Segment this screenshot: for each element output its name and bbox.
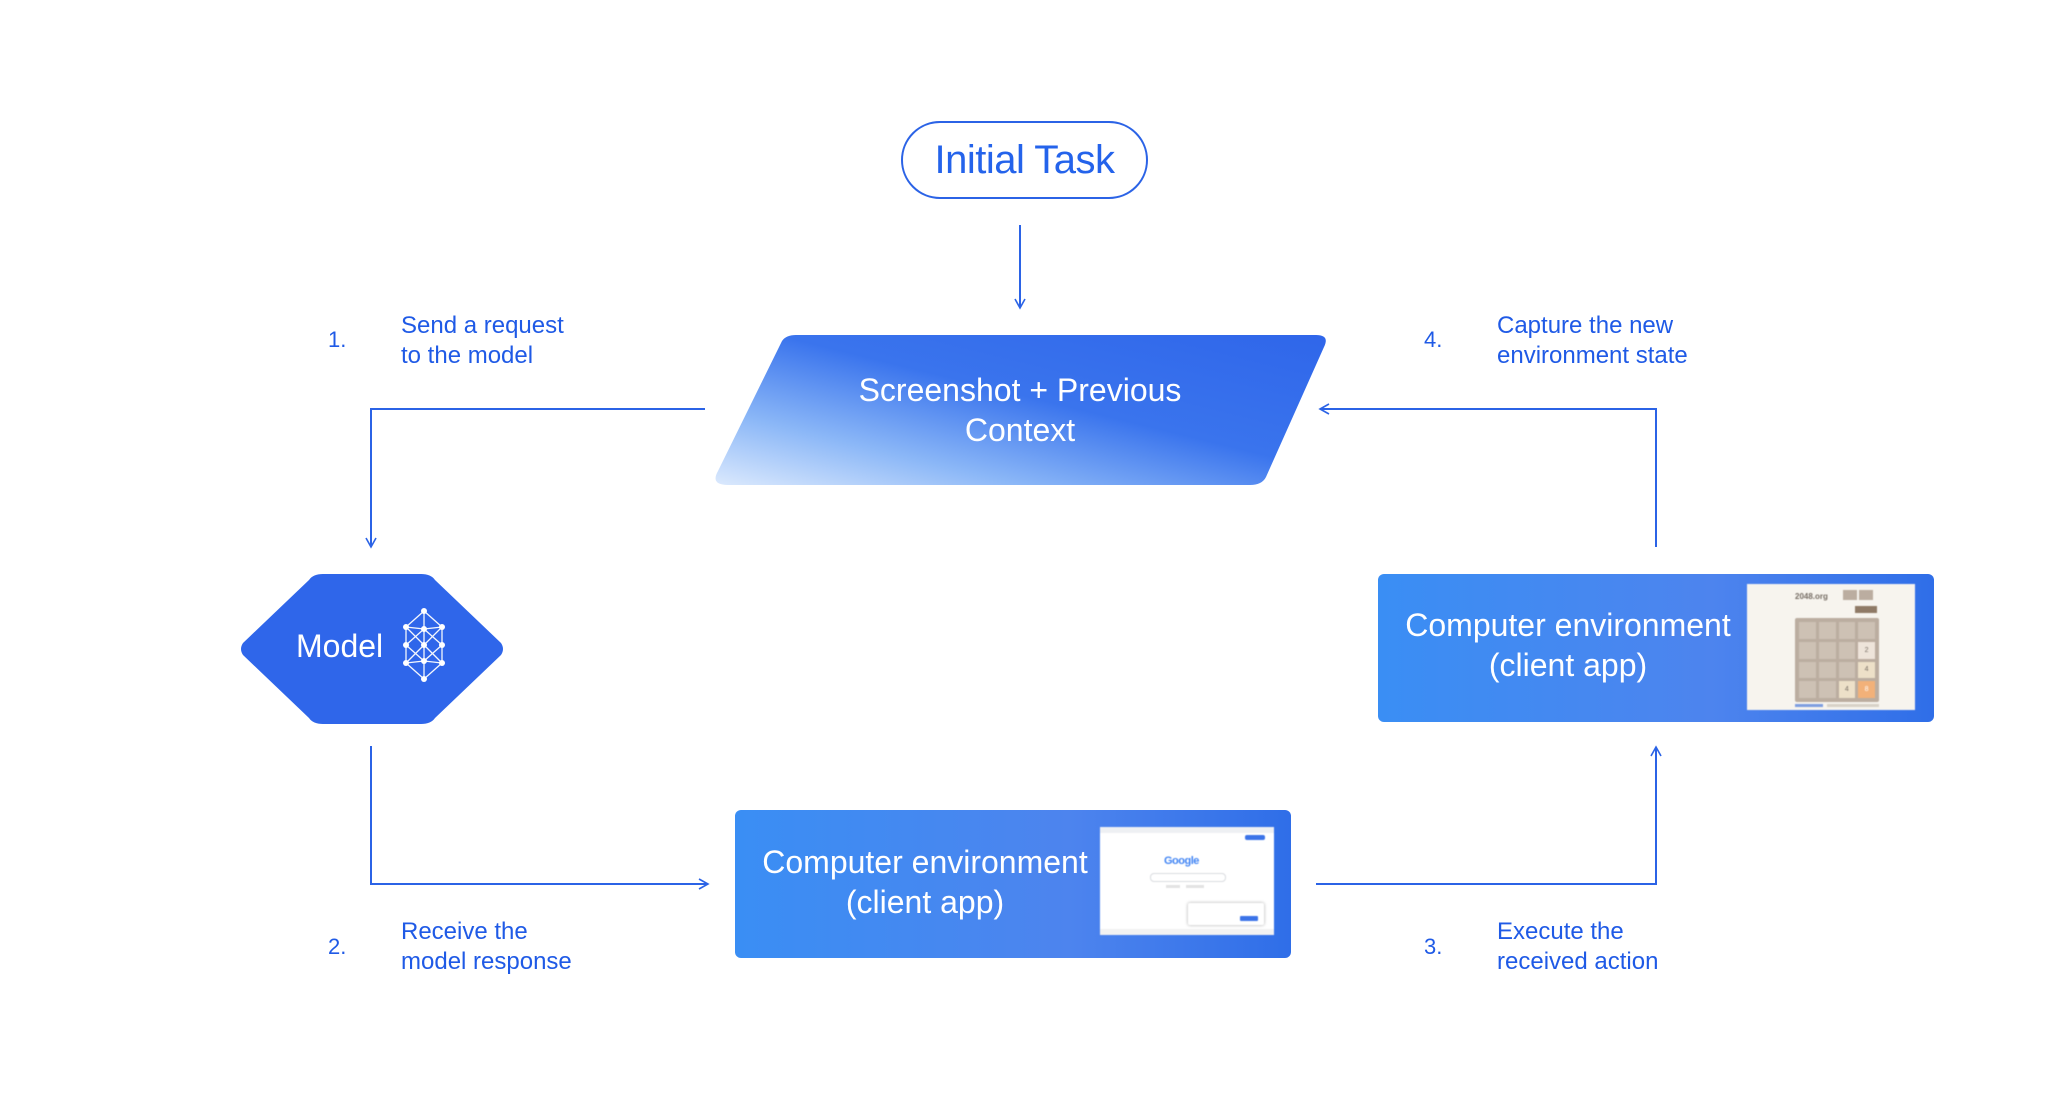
step-2-number: 2. bbox=[328, 934, 347, 959]
arrow-env-to-env bbox=[1316, 745, 1662, 885]
env-bottom-line1: Computer environment bbox=[762, 844, 1088, 880]
search-box bbox=[1150, 873, 1226, 882]
step-3-line2: received action bbox=[1497, 948, 1659, 975]
initial-task-node: Initial Task bbox=[901, 121, 1148, 199]
env-right-line2: (client app) bbox=[1488, 647, 1648, 683]
game-title: 2048.org bbox=[1795, 592, 1828, 601]
tile: 8 bbox=[1858, 681, 1875, 698]
neural-network-icon bbox=[403, 608, 445, 682]
step-4-number: 4. bbox=[1424, 327, 1443, 352]
tile: 2 bbox=[1858, 641, 1875, 659]
tile-empty bbox=[1838, 622, 1856, 639]
lucky-button bbox=[1186, 885, 1204, 888]
footer-text bbox=[1827, 704, 1879, 707]
game-2048-screenshot-thumbnail: 2048.org 2 4 4 8 bbox=[1747, 584, 1915, 710]
tile-empty bbox=[1838, 641, 1856, 659]
step-4-line1: Capture the new bbox=[1497, 312, 1674, 339]
step-1-line1: Send a request bbox=[401, 312, 564, 339]
step-3-line1: Execute the bbox=[1497, 918, 1624, 945]
new-game-button bbox=[1855, 606, 1877, 613]
model-hexagon bbox=[241, 574, 503, 724]
env-right-line1: Computer environment bbox=[1405, 607, 1731, 643]
step-1-text: Send a request to the model bbox=[401, 311, 564, 371]
tile-empty bbox=[1838, 661, 1856, 679]
tile: 4 bbox=[1838, 681, 1856, 698]
step-1-line2: to the model bbox=[401, 342, 534, 369]
context-label: Screenshot + Previous Context bbox=[840, 370, 1200, 450]
search-button bbox=[1166, 885, 1180, 888]
game-board: 2 4 4 8 bbox=[1795, 618, 1879, 702]
google-logo: Google bbox=[1164, 855, 1199, 867]
sign-in-button bbox=[1245, 835, 1265, 840]
browser-bar bbox=[1100, 827, 1274, 833]
google-screenshot-thumbnail: Google bbox=[1100, 827, 1274, 935]
context-parallelogram bbox=[715, 335, 1326, 485]
step-4-text: Capture the new environment state bbox=[1497, 311, 1688, 371]
step-3-text: Execute the received action bbox=[1497, 917, 1658, 977]
footer-link bbox=[1795, 704, 1823, 707]
tile-empty bbox=[1799, 661, 1816, 679]
tile-empty bbox=[1818, 641, 1836, 659]
model-label: Model bbox=[296, 628, 384, 664]
tile-empty bbox=[1799, 622, 1816, 639]
popup-button bbox=[1240, 916, 1258, 921]
tile-empty bbox=[1799, 641, 1816, 659]
step-1-number: 1. bbox=[328, 327, 347, 352]
board-grid: 2 4 4 8 bbox=[1799, 622, 1875, 698]
context-line1: Screenshot + Previous bbox=[858, 372, 1182, 408]
arrow-context-to-model bbox=[365, 408, 705, 549]
env-right-label: Computer environment (client app) bbox=[1395, 605, 1741, 685]
tile-empty bbox=[1818, 622, 1836, 639]
env-bottom-line2: (client app) bbox=[845, 884, 1005, 920]
step-2-text: Receive the model response bbox=[401, 917, 572, 977]
arrow-model-to-env bbox=[370, 746, 710, 890]
step-4-line2: environment state bbox=[1497, 342, 1688, 369]
arrow-env-to-context bbox=[1318, 403, 1657, 547]
tile-empty bbox=[1858, 622, 1875, 639]
step-2-line1: Receive the bbox=[401, 918, 528, 945]
footer-bar bbox=[1100, 929, 1274, 935]
context-line2: Context bbox=[964, 412, 1076, 448]
tile-empty bbox=[1818, 661, 1836, 679]
tile-empty bbox=[1818, 681, 1836, 698]
tile: 4 bbox=[1858, 661, 1875, 679]
env-bottom-label: Computer environment (client app) bbox=[752, 842, 1098, 922]
popup-dialog bbox=[1188, 903, 1264, 925]
best-box bbox=[1859, 590, 1873, 600]
score-box bbox=[1843, 590, 1857, 600]
tile-empty bbox=[1799, 681, 1816, 698]
step-3-number: 3. bbox=[1424, 934, 1443, 959]
step-2-line2: model response bbox=[401, 948, 572, 975]
